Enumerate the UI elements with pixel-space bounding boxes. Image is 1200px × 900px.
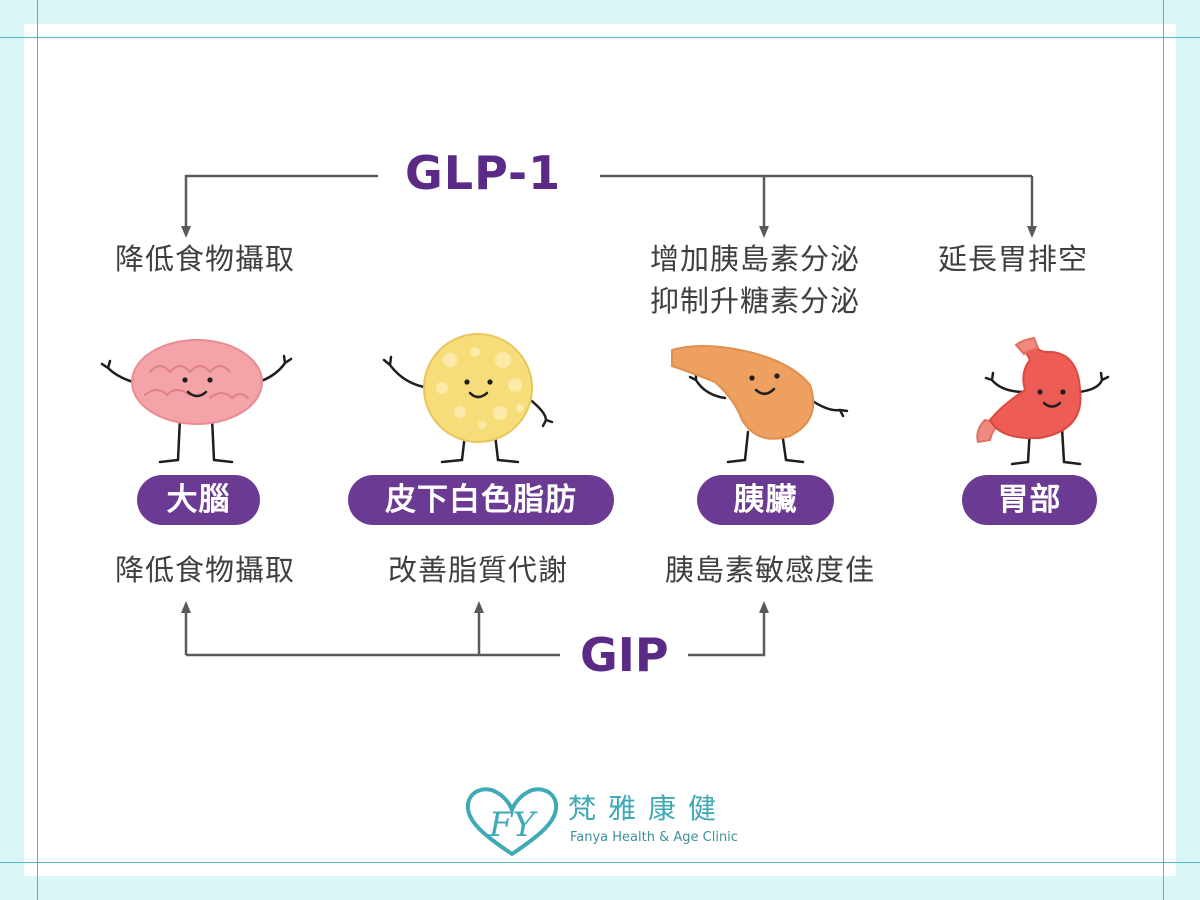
glp1-effect-pancreas-glucagon: 抑制升糖素分泌 (650, 284, 861, 318)
logo-letters: FY (488, 805, 539, 845)
organ-label-stomach: 胃部 (962, 475, 1097, 525)
brain-icon (100, 339, 293, 464)
brand-name-zh: 梵雅康健 (568, 792, 729, 825)
organ-label-pancreas: 胰臟 (697, 475, 834, 525)
glp1-title: GLP-1 (405, 146, 562, 200)
glp1-effect-pancreas-insulin: 增加胰島素分泌 (650, 242, 861, 276)
gip-effect-brain: 降低食物攝取 (115, 553, 296, 587)
gip-arrow-pancreas (688, 601, 769, 657)
guide-line-bottom (0, 862, 1200, 863)
pancreas-icon (671, 345, 849, 464)
glp1-effect-stomach: 延長胃排空 (938, 242, 1089, 276)
heart-logo-icon: FY (465, 787, 559, 856)
organ-label-fat: 皮下白色脂肪 (348, 475, 614, 525)
guide-line-left (37, 0, 38, 900)
glp1-connectors (181, 174, 1037, 238)
gip-effect-pancreas: 胰島素敏感度佳 (665, 553, 876, 587)
glp1-arrow-brain (181, 174, 378, 238)
brand-name-en: Fanya Health & Age Clinic (570, 830, 738, 845)
guide-line-right (1163, 0, 1164, 900)
gip-title: GIP (580, 628, 669, 682)
content-panel (24, 24, 1176, 876)
glp1-effect-brain: 降低食物攝取 (115, 242, 296, 276)
stomach-icon (976, 336, 1110, 466)
organ-label-brain: 大腦 (137, 475, 260, 525)
guide-line-top (0, 37, 1200, 38)
fat-cell-icon (382, 333, 554, 464)
gip-connectors (181, 601, 769, 657)
gip-effect-fat: 改善脂質代謝 (388, 553, 569, 587)
